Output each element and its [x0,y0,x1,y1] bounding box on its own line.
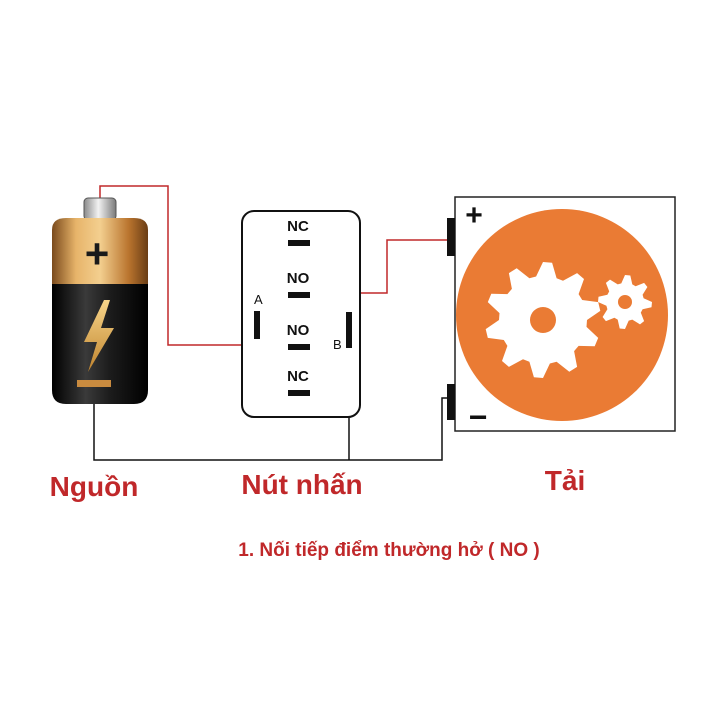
wire-negative [93,397,447,461]
load-terminal-minus [447,384,455,420]
big-gear-icon [485,262,601,378]
switch-label: Nút nhấn [241,469,362,500]
battery: + [52,197,148,404]
battery-gold-top [52,218,148,284]
load-terminal-plus [447,218,455,256]
battery-cap [83,197,117,221]
load-minus-icon: − [469,399,488,435]
lightning-bolt-icon [84,300,114,372]
contact-a-label: A [254,292,263,307]
contact-b-bar [346,312,352,348]
contact-b-label: B [333,337,342,352]
load-plus-icon: + [465,199,483,232]
terminal-nc-top [288,240,310,246]
battery-plus-icon: + [85,230,110,277]
small-gear-icon [598,275,652,329]
load-label: Tải [545,465,585,496]
wire-positive [99,185,290,346]
load: + − [447,196,676,435]
caption: 1. Nối tiếp điểm thường hở ( NO ) [238,540,540,561]
terminal-nc-bottom-label: NC [287,368,309,385]
terminal-no-bottom-label: NO [287,322,310,339]
gears-icon [485,262,652,378]
battery-minus-icon [77,380,111,387]
terminal-no-top [288,292,310,298]
push-button-switch: NC NO NO NC A B [241,210,361,418]
contact-a-bar [254,311,260,339]
terminal-nc-bottom [288,390,310,396]
terminal-no-top-label: NO [287,270,310,287]
terminal-nc-top-label: NC [287,218,309,235]
battery-label: Nguồn [50,471,139,502]
switch-body [241,210,361,418]
terminal-no-bottom [288,344,310,350]
